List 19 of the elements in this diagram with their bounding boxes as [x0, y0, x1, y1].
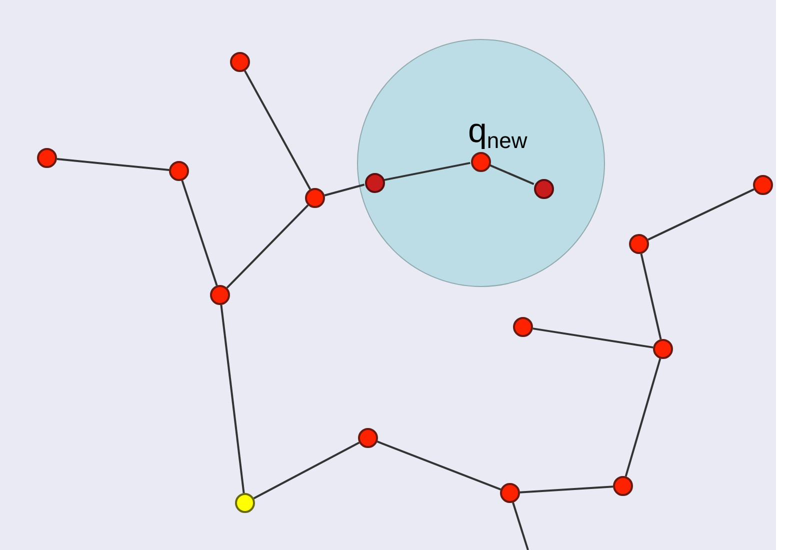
tree-edge — [512, 502, 529, 550]
tree-edge — [648, 188, 754, 241]
tree-edge — [324, 184, 365, 196]
tree-edge — [532, 328, 654, 348]
node-label: q$_{new}$ — [468, 114, 528, 148]
tree-edge — [624, 358, 662, 477]
tree-edge — [226, 204, 309, 289]
tree-edge — [220, 304, 245, 494]
tree-edge — [244, 70, 312, 190]
tree-edge — [56, 158, 170, 172]
tree-node — [365, 173, 385, 193]
tree-edge — [253, 442, 360, 500]
tree-edge — [181, 180, 218, 286]
tree-edge — [384, 162, 470, 182]
tree-node — [471, 152, 491, 172]
tree-node — [534, 179, 554, 199]
tree-edge — [640, 254, 662, 340]
tree-edge — [376, 440, 502, 490]
tree-edge — [520, 486, 614, 494]
